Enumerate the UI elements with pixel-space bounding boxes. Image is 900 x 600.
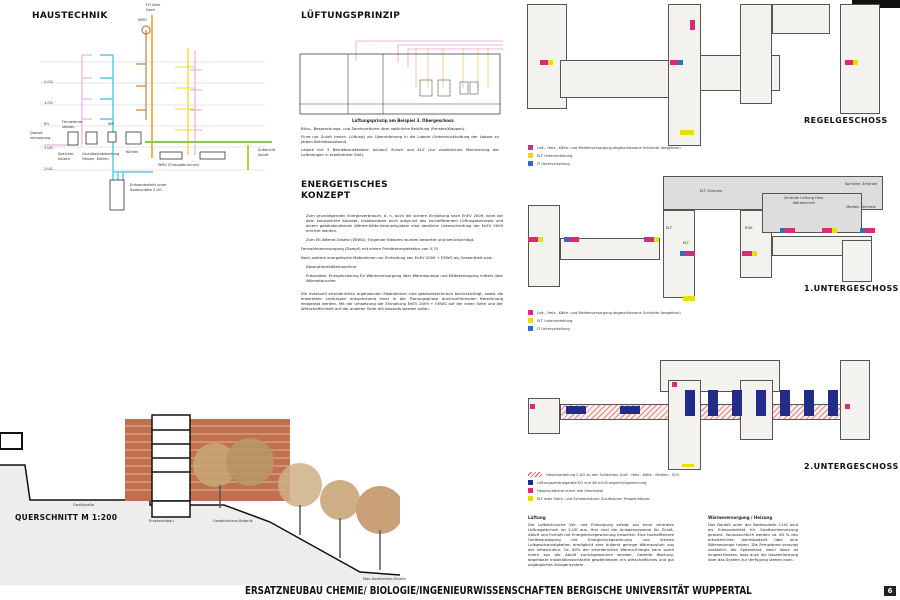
level-label: 2.UG xyxy=(44,167,53,171)
lueftung-para-3: Labore mit 3 Betriebszuständen: Achlauf,… xyxy=(301,147,499,158)
lueftung-para-1: Büro-, Besprechungs- und Seminarräume üb… xyxy=(301,126,466,132)
legend-label: ELT Unterverteilung xyxy=(537,153,573,158)
dampf-label: Dampf-versorgung xyxy=(30,131,51,140)
room-label: Zentrale Lüftung Heiz-Kältetechnik xyxy=(783,196,825,205)
energie-para-7: Die eventuell erforderlichen ergänzenden… xyxy=(301,291,503,311)
level-label: 1.OG xyxy=(44,101,54,105)
legend-label: IT Unterverteilung xyxy=(537,161,570,166)
regelgeschoss-title: REGELGESCHOSS xyxy=(804,116,888,125)
energie-para-4: Noch weitere energetische Maßnahmen zur … xyxy=(301,255,493,260)
energie-para-5: Absorptionskältemaschine xyxy=(306,264,357,269)
lueftung-text-body: Die Lufttechnische Ver- und Entsorgung e… xyxy=(528,522,674,568)
lueftung-caption: Lüftungsprinzip am Beispiel 3. Obergesch… xyxy=(352,118,454,123)
ug1-title: 1.UNTERGESCHOSS xyxy=(804,284,899,293)
energie-title-1: ENERGETISCHES xyxy=(301,180,388,190)
poster-title: ERSATZNEUBAU CHEMIE/ BIOLOGIE/INGENIEURW… xyxy=(245,585,752,597)
haustechnik-title: HAUSTECHNIK xyxy=(32,11,108,21)
ug2-title: 2.UNTERGESCHOSS xyxy=(804,462,899,471)
waerme-text-column: Wärmeversorgung / Heizung Das Bauteil un… xyxy=(708,515,798,562)
room-label: Sprinkler Zentrale xyxy=(844,182,878,186)
legend-label: IT Unterverteilung xyxy=(537,326,570,331)
energie-text-block: Zum grundlegenden Energieverbrauch, d. h… xyxy=(301,213,503,311)
legend-label: ELT oder Stark- und Schwachstrom Zuluftz… xyxy=(537,496,651,501)
level-label: EG xyxy=(44,122,50,126)
lueftung-text-title: Lüftung xyxy=(528,515,546,520)
lueftung-text-block: Lüftungsprinzip am Beispiel 3. Obergesch… xyxy=(301,118,499,157)
room-label: ELT xyxy=(666,226,672,230)
ug1-legend: Luft-, Heiz-, Kälte- und Medienversorgun… xyxy=(528,310,681,331)
section-label: Gewächshaus Botanik xyxy=(213,519,253,523)
energie-para-6: Erdsonden: Energienutzung für Wärmeverso… xyxy=(306,273,503,283)
roof-label: FO über Dach xyxy=(146,3,161,12)
energie-para-2: Zum EE-Wärme-Gesetz (EEWG): Folgende Fak… xyxy=(306,237,475,242)
lueftung-diagram xyxy=(299,40,503,115)
legend-label: Luft-, Heiz-, Kälte- und Medienversorgun… xyxy=(537,310,681,315)
kuehlen-label: Kühlen xyxy=(126,150,139,154)
energie-para-3: Fernwärmeversorgung (Dampf) mit einem Pr… xyxy=(301,246,439,251)
sole-label: Erdsonden­feld unter Bodenplatte 2.UG xyxy=(130,183,167,192)
energie-para-1: Zum grundlegenden Energieverbrauch, d. h… xyxy=(306,213,503,233)
wp-label: WP xyxy=(108,122,114,126)
grundlast-label: Grundlastabdeckung Heizen, Kühlen xyxy=(82,152,120,161)
waerme-text-title: Wärmeversorgung / Heizung xyxy=(708,515,773,520)
legend-label: ELT Unterverteilung xyxy=(537,318,573,323)
legend-label: Hauptschächte durch alle Geschosse xyxy=(537,488,604,493)
aussenluft-label: Außenluft Abluft xyxy=(258,148,276,157)
querschnitt-title: QUERSCHNITT M 1:200 xyxy=(15,513,118,522)
lueftung-title: LÜFTUNGSPRINZIP xyxy=(301,11,401,21)
level-label: 2.OG xyxy=(44,80,54,84)
speicher-label: Speicher-heizen xyxy=(58,152,75,161)
page-number: 6 xyxy=(884,586,896,596)
ug2-legend: Hauptverteilung 2.UG zu den Schächten (L… xyxy=(528,472,679,501)
legend-label: Luft-, Heiz-, Kälte- und Medienversorgun… xyxy=(537,145,681,150)
erdkanal-label: WRG (Energiebrunnen) xyxy=(158,163,200,167)
section-label: Ersatzneubau xyxy=(149,519,174,523)
fernwaerme-label: Fernwärme station xyxy=(62,120,83,129)
haustechnik-diagram xyxy=(40,15,272,211)
energie-title-2: KONZEPT xyxy=(301,191,351,201)
room-label: ELT Zentrale xyxy=(700,189,723,193)
legend-label: Hauptverteilung 2.UG zu den Schächten (L… xyxy=(546,472,680,477)
lueftung-para-2: Flure nur Zuluft (mech. Lüftung) zur Übe… xyxy=(301,134,499,145)
wrg-label: WRG xyxy=(138,18,147,22)
regelgeschoss-legend: Luft-, Heiz-, Kälte- und Medienversorgun… xyxy=(528,145,681,166)
room-label: RÜK xyxy=(745,226,753,230)
level-label: 1.UG xyxy=(44,146,53,150)
waerme-text-body: Das Bauteil unter der Bodenplatte 2.UG w… xyxy=(708,522,798,563)
room-label: Medien Zentrale xyxy=(846,205,876,209)
legend-label: Lüftungszentralgeräte EG und 4B mit Ener… xyxy=(537,480,647,485)
section-label: Max-Horkheimer-Straße xyxy=(363,577,406,581)
section-label: Gaußstraße xyxy=(73,503,94,507)
lueftung-text-column: Lüftung Die Lufttechnische Ver- und Ents… xyxy=(528,515,674,567)
room-label: ELT xyxy=(683,241,689,245)
querschnitt-drawing xyxy=(0,414,400,585)
